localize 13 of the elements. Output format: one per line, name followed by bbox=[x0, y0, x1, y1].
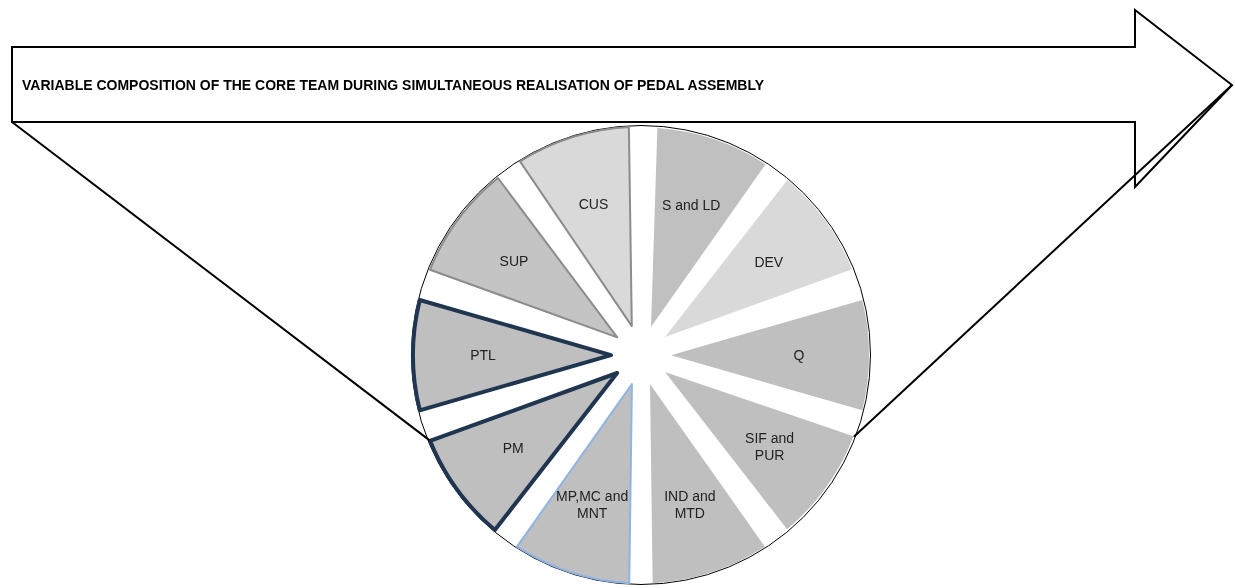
segment-label: MP,MC and MNT bbox=[555, 488, 630, 523]
segment-label: DEV bbox=[754, 253, 784, 271]
segment-label: SIF and PUR bbox=[744, 429, 796, 464]
arrow-title: VARIABLE COMPOSITION OF THE CORE TEAM DURING SIMULTANEOUS REALISATION OF PEDAL ASSEMBLY bbox=[22, 77, 765, 93]
connector-line bbox=[852, 84, 1233, 438]
segment-label: SUP bbox=[499, 252, 529, 270]
segment-label: Q bbox=[793, 346, 805, 364]
segment-label: CUS bbox=[578, 195, 609, 213]
segment-label: PTL bbox=[470, 346, 496, 364]
segment-label: IND and MTD bbox=[663, 488, 717, 523]
segment-label: PM bbox=[502, 439, 524, 457]
segment-label: S and LD bbox=[661, 196, 721, 214]
connector-line bbox=[11, 121, 431, 442]
